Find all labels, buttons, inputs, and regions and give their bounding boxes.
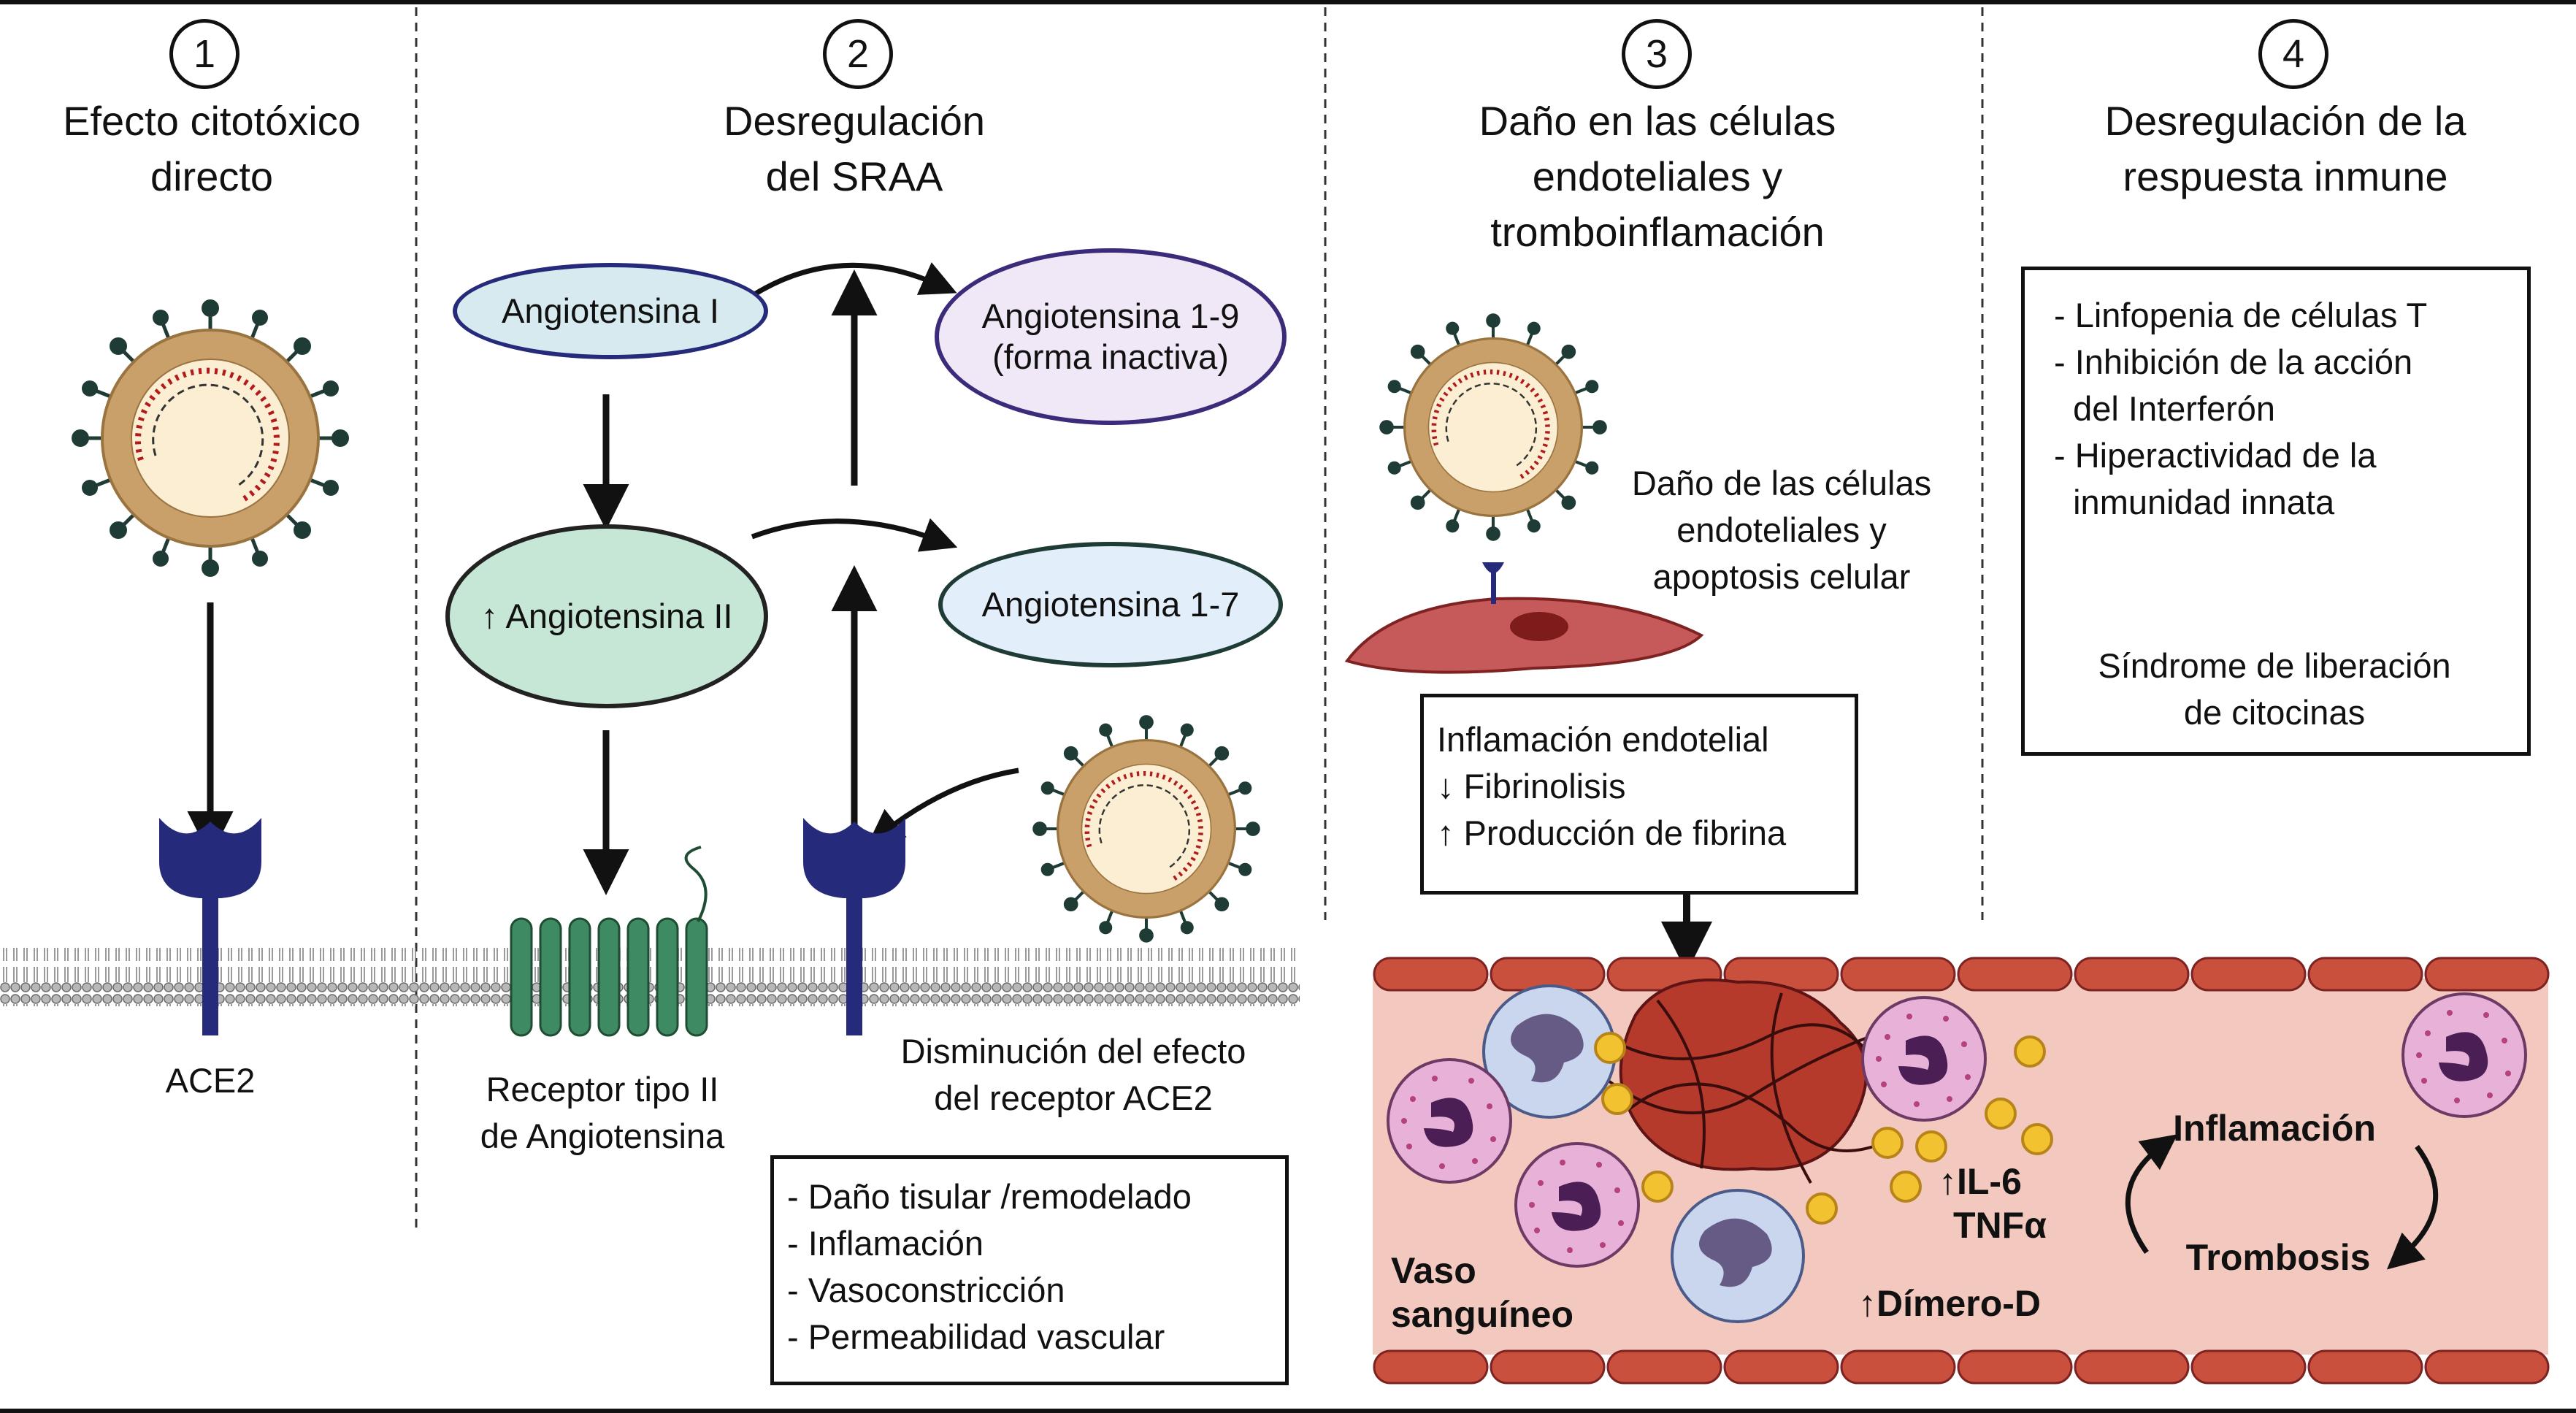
neutrophil-icon-4 [2401,992,2527,1118]
angiotensin-ii-node: ↑ Angiotensina II [445,524,768,708]
clot-icon [1598,979,1892,1184]
virus-icon-2 [1032,715,1260,943]
thrombosis-label: Trombosis [2185,1237,2371,1278]
inflammation-label: Inflamación [2173,1108,2376,1149]
angiotensin-i-node: Angiotensina I [453,263,768,359]
virus-icon-3 [1379,313,1607,541]
angiotensin-1-9-node: Angiotensina 1-9(forma inactiva) [935,248,1287,425]
virus-icon [72,299,349,577]
effects-box: - Daño tisular /remodelado- Inflamación … [770,1155,1289,1385]
neutrophil-icon [1387,1058,1512,1184]
endothelial-inflammation-box: Inflamación endotelial↓ Fibrinolisis↑ Pr… [1420,694,1858,895]
neutrophil-icon-2 [1514,1142,1640,1268]
neutrophil-icon-3 [1861,996,1987,1122]
angiotensin-receptor-icon [510,917,708,1037]
receptor-tail [684,846,708,922]
tnf-label: TNFα [1953,1205,2047,1246]
panel-number-2: 2 [823,19,893,89]
d-dimer-label: ↑Dímero-D [1858,1283,2042,1324]
il6-label: ↑IL-6 [1939,1161,2022,1202]
endothelial-cell-icon [1344,562,1704,674]
arrow-ang2-to-ang17 [751,518,958,552]
panel-number-3: 3 [1622,19,1692,89]
cycle-arrow-left [2125,1134,2178,1255]
immune-dysregulation-box: - Linfopenia de células T- Inhibición de… [2021,267,2531,756]
cell-membrane [0,948,1300,1006]
panel-number-1: 1 [169,19,239,89]
arrow-ang1-to-ang19 [751,262,957,298]
panel-number-4: 4 [2258,19,2328,89]
monocyte-icon-2 [1671,1189,1805,1323]
cycle-arrow-right [2386,1144,2439,1270]
angiotensin-1-7-node: Angiotensina 1-7 [938,542,1283,667]
arrow-virus-to-ace2-2 [867,767,1019,846]
ace2-label: ACE2 [165,1061,256,1100]
